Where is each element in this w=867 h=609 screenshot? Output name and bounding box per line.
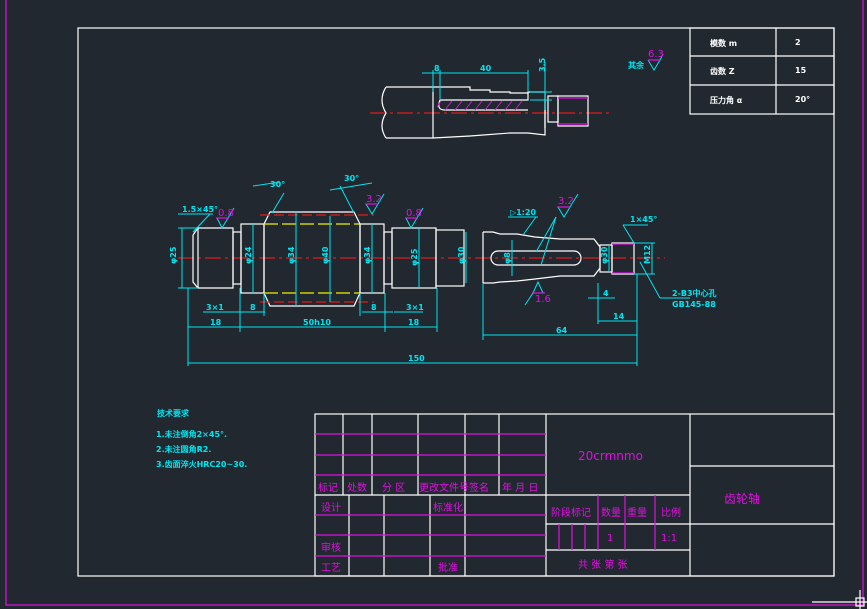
dim-text: 8 <box>371 303 377 312</box>
outer-frame <box>5 0 864 606</box>
sheet-text: 共 张 第 张 <box>578 558 628 571</box>
stage-header: 比例 <box>661 506 681 519</box>
revision-header: 分 区 <box>382 482 405 494</box>
dim-text: 8 <box>250 303 256 312</box>
mid-label: 标准化 <box>433 501 463 514</box>
chamfer-left-text: 1.5×45° <box>182 205 218 214</box>
tech-requirements: 技术要求 1.未注倒角2×45°. 2.未注圆角R2. 3.齿面淬火HRC20~… <box>156 408 247 469</box>
roughness-other: 其余 6.3 <box>628 49 664 71</box>
diameter-text: φ30 <box>600 246 609 264</box>
diameter-text: M12 <box>643 245 652 264</box>
param-label: 模数 m <box>710 38 737 48</box>
mid-label: 批准 <box>438 561 458 574</box>
dim-text: 8 <box>434 64 440 73</box>
dim-text: 3.5 <box>538 57 547 72</box>
dim-text: 14 <box>613 312 625 321</box>
tech-req-title: 技术要求 <box>157 408 190 418</box>
center-hole-text: 2-B3中心孔 <box>672 288 717 298</box>
quantity-value: 1 <box>607 533 613 544</box>
roughness-value: 3.2 <box>366 194 382 205</box>
diameter-text: φ30 <box>457 246 466 264</box>
chamfer-right-text: 1×45° <box>630 215 657 224</box>
revision-header: 处数 <box>347 481 367 494</box>
param-value: 15 <box>795 66 807 75</box>
title-block: 标记 处数 分 区 更改文件号 签名 年 月 日 设计 审核 工艺 标准化 批准… <box>314 413 835 577</box>
revision-header: 标记 <box>318 482 338 494</box>
dim-text: 4 <box>603 289 609 298</box>
stage-header: 重量 <box>627 506 647 519</box>
roughness-other-label: 其余 <box>628 60 645 70</box>
diameter-text: φ8 <box>503 252 512 264</box>
param-label: 齿数 Z <box>710 66 735 76</box>
left-row-label: 设计 <box>321 501 341 514</box>
dim-text: 40 <box>480 64 492 73</box>
diameter-text: φ25 <box>410 248 419 266</box>
dim-text: 50h10 <box>303 318 331 327</box>
diameter-text: φ24 <box>244 246 253 264</box>
param-label: 压力角 α <box>710 95 743 105</box>
taper-text: ▷1:20 <box>510 208 536 217</box>
tech-req-item: 2.未注圆角R2. <box>156 444 211 454</box>
dim-text: 18 <box>408 318 420 327</box>
gear-params-table: 模数 m 2 齿数 Z 15 压力角 α 20° <box>689 27 835 115</box>
scale-value: 1:1 <box>661 533 677 544</box>
tech-req-item: 3.齿面淬火HRC20~30. <box>156 459 247 469</box>
crosshair-cursor <box>812 590 867 609</box>
angle-text: 30° <box>270 180 285 189</box>
param-value: 20° <box>795 95 810 104</box>
param-value: 2 <box>795 38 801 47</box>
roughness-value: 1.6 <box>535 294 551 305</box>
dim-text: 18 <box>210 318 222 327</box>
diameter-text: φ25 <box>169 246 178 264</box>
roughness-value: 0.8 <box>406 208 422 219</box>
drawing-title: 齿轮轴 <box>724 491 760 506</box>
dim-text: 64 <box>556 326 568 335</box>
dim-text: 3×1 <box>206 303 224 312</box>
roughness-other-value: 6.3 <box>648 49 664 60</box>
revision-header: 年 月 日 <box>502 481 538 494</box>
diameter-text: φ34 <box>287 246 296 264</box>
tech-req-item: 1.未注倒角2×45°. <box>156 429 227 439</box>
left-row-label: 工艺 <box>321 562 341 574</box>
stage-header: 阶段标记 <box>551 506 591 519</box>
main-dimensions: 3×1 8 8 3×1 18 50h10 18 64 4 14 150 φ25 … <box>169 174 717 366</box>
angle-text: 30° <box>344 174 359 183</box>
revision-header: 签名 <box>469 481 489 494</box>
dim-text: 150 <box>408 354 425 363</box>
diameter-text: φ40 <box>321 246 330 264</box>
diameter-text: φ34 <box>363 246 372 264</box>
roughness-value: 3.2 <box>558 196 574 207</box>
left-row-label: 审核 <box>321 541 341 554</box>
center-hole-std: GB145-88 <box>672 300 716 309</box>
material-text: 20crmnmo <box>578 449 643 463</box>
keyway-view: 8 40 3.5 <box>370 57 612 139</box>
dim-text: 3×1 <box>406 303 424 312</box>
roughness-value: 0.8 <box>218 208 234 219</box>
stage-header: 数量 <box>601 506 621 519</box>
revision-header: 更改文件号 <box>419 481 469 494</box>
